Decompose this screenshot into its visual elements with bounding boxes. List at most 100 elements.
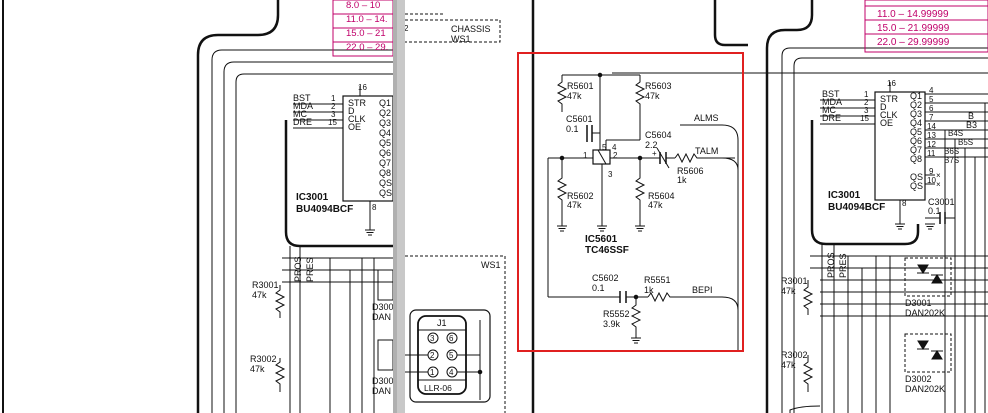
r3002-left-resistor bbox=[274, 358, 286, 392]
c5602-name: C5602 bbox=[592, 273, 619, 283]
d3001-name: D300 bbox=[372, 302, 394, 312]
r5551-value: 1k bbox=[644, 285, 654, 295]
right-panel: × × bbox=[748, 0, 988, 413]
c5604-name: C5604 bbox=[645, 130, 672, 140]
r5604-resistor bbox=[634, 170, 646, 226]
left-freq-row: 15.0 – 21 bbox=[346, 28, 386, 39]
ic3001-label: IC3001 bbox=[296, 192, 329, 203]
pin-name: Q6 bbox=[379, 148, 391, 158]
signal-label: DRE bbox=[822, 113, 841, 123]
pin-number: 10 bbox=[927, 176, 936, 185]
signal-label: BST bbox=[293, 93, 311, 103]
r5604-name: R5604 bbox=[648, 191, 675, 201]
right-frame-line bbox=[765, 0, 814, 413]
signal-label: DRE bbox=[293, 117, 312, 127]
pin-number: 13 bbox=[927, 131, 936, 140]
pin-name: QS bbox=[910, 181, 923, 191]
ic5601-pin: 3 bbox=[608, 170, 613, 179]
pin-name: Q7 bbox=[910, 145, 922, 155]
middle-panel bbox=[517, 0, 748, 413]
bepi-label: BEPI bbox=[692, 285, 713, 295]
pros-label: PROS bbox=[293, 256, 303, 282]
r5551-resistor bbox=[647, 291, 722, 303]
c5601-name: C5601 bbox=[566, 114, 593, 124]
polarity-plus: + bbox=[652, 149, 657, 158]
d3002-name: D3002 bbox=[905, 374, 932, 384]
pin-number: 9 bbox=[929, 167, 934, 176]
pin-number: 3 bbox=[864, 106, 869, 115]
j1-pin: 5 bbox=[449, 351, 454, 360]
ic5601-pin: 4 bbox=[612, 143, 617, 152]
pin-number: 15 bbox=[860, 114, 869, 123]
right-r3001-value: 47k bbox=[781, 286, 796, 296]
right-freq-row: 11.0 – 14.99999 bbox=[877, 9, 949, 20]
pin-name: QS bbox=[910, 172, 923, 182]
signal-label: B6S bbox=[944, 147, 959, 156]
right-r3002-value: 47k bbox=[781, 360, 796, 370]
c5601-value: 0.1 bbox=[566, 124, 579, 134]
right-freq-row: 22.0 – 29.99999 bbox=[877, 37, 950, 48]
d3001-package bbox=[904, 257, 952, 297]
right-pros-label: PROS bbox=[826, 252, 836, 278]
r5603-name: R5603 bbox=[645, 81, 672, 91]
pin-label: 2 bbox=[404, 24, 409, 33]
r5606-resistor bbox=[674, 152, 735, 164]
pin-name: Q3 bbox=[379, 118, 391, 128]
chassis-label: CHASSIS bbox=[451, 24, 491, 34]
ws1-label: WS1 bbox=[481, 260, 501, 270]
d3001-part: DAN202K bbox=[905, 308, 945, 318]
ic-pin-number: 8 bbox=[372, 203, 377, 212]
r5602-name: R5602 bbox=[567, 191, 594, 201]
pin-name: CLK bbox=[880, 110, 898, 120]
pin-name: OE bbox=[348, 122, 361, 132]
signal-label: B7S bbox=[944, 156, 959, 165]
pin-name: Q2 bbox=[379, 108, 391, 118]
talm-label: TALM bbox=[695, 146, 718, 156]
pin-name: QS bbox=[379, 188, 392, 198]
pin-name: Q5 bbox=[910, 127, 922, 137]
pin-name: STR bbox=[348, 98, 367, 108]
r3001-right-resistor bbox=[802, 280, 814, 315]
pin-number: 2 bbox=[331, 102, 336, 111]
r5601-resistor bbox=[556, 75, 568, 112]
svg-text:×: × bbox=[936, 171, 941, 180]
pin-name: Q3 bbox=[910, 109, 922, 119]
r5601-value: 47k bbox=[567, 91, 582, 101]
c3001-name: C3001 bbox=[928, 197, 955, 207]
r3002-name: R3002 bbox=[250, 354, 277, 364]
middle-panel-text: R5601 47k R5603 47k C5601 0.1 C5604 2.2 … bbox=[566, 81, 719, 329]
ic5601-pin: 5 bbox=[602, 143, 607, 152]
right-freq-row: 15.0 – 21.99999 bbox=[877, 23, 950, 34]
pin-name: Q2 bbox=[910, 100, 922, 110]
pin-name: QS bbox=[379, 178, 392, 188]
d3001-name: D3001 bbox=[905, 298, 932, 308]
pin-name: Q5 bbox=[379, 138, 391, 148]
left-freq-row: 11.0 – 14. bbox=[346, 14, 388, 25]
left-frame-line bbox=[196, 0, 280, 413]
j1-pin: 2 bbox=[430, 351, 435, 360]
signal-label: BST bbox=[822, 89, 840, 99]
right-ic3001-label: IC3001 bbox=[828, 190, 861, 201]
pres-label: PRES bbox=[305, 257, 315, 282]
r3002-value: 47k bbox=[250, 364, 265, 374]
signal-label: MDA bbox=[822, 97, 842, 107]
pin-name: Q1 bbox=[910, 91, 922, 101]
ic5601-pin: 2 bbox=[613, 151, 618, 160]
ws1-connector-text: WS1 J1 3 6 2 5 1 4 LLR-06 bbox=[424, 260, 501, 393]
signal-label: B bbox=[968, 111, 974, 121]
pin-name: D bbox=[348, 106, 355, 116]
pin-name: Q8 bbox=[910, 154, 922, 164]
d3002-package bbox=[904, 333, 952, 373]
ic5601-part: TC46SSF bbox=[585, 245, 629, 256]
right-pres-label: PRES bbox=[838, 253, 848, 278]
r5552-value: 3.9k bbox=[603, 319, 621, 329]
r5604-value: 47k bbox=[648, 200, 663, 210]
pin-number: 5 bbox=[929, 95, 934, 104]
pin-number: 3 bbox=[331, 110, 336, 119]
signal-label: MDA bbox=[293, 101, 313, 111]
pin-name: Q4 bbox=[379, 128, 391, 138]
signal-label: B5S bbox=[958, 138, 973, 147]
pin-name: Q4 bbox=[910, 118, 922, 128]
r3001-left-resistor bbox=[274, 285, 286, 318]
